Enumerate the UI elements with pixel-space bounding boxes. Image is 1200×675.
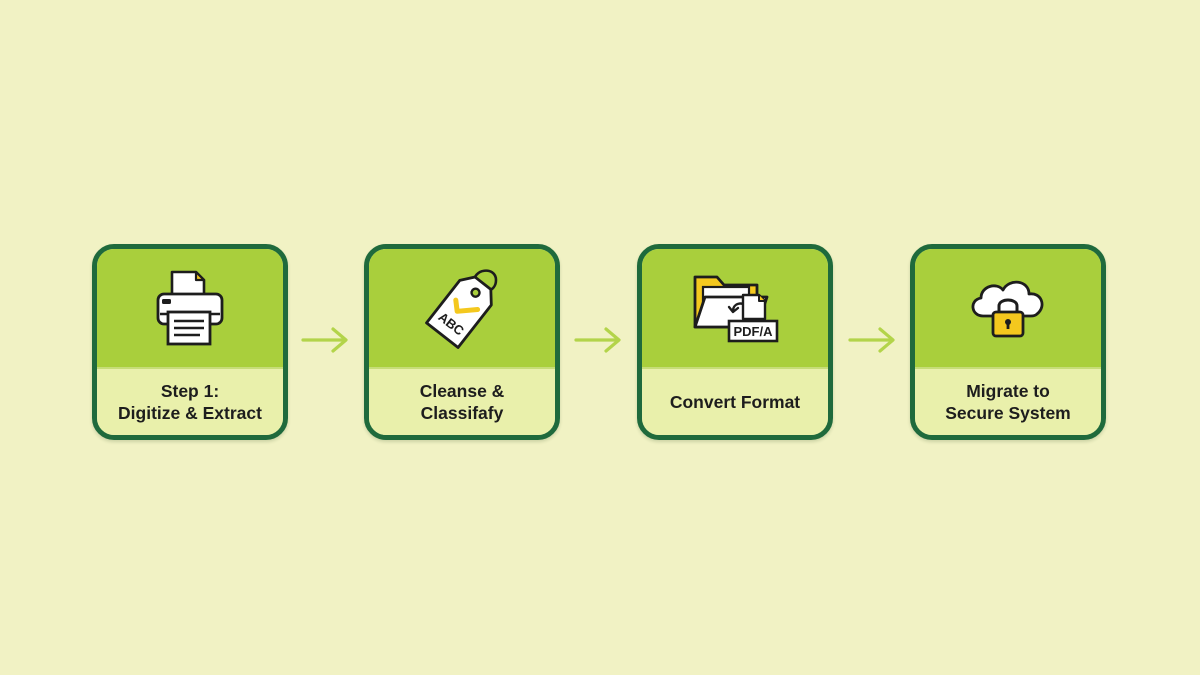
step-1-label: Step 1: Digitize & Extract — [118, 381, 262, 423]
folder-pdf-icon: PDF/A — [693, 275, 779, 343]
step-2-card: ABC Cleanse & Classifafy — [364, 244, 560, 440]
step-1-icon-area — [97, 249, 283, 367]
step-3-label-area: Convert Format — [642, 367, 828, 435]
step-3-icon-area: PDF/A — [642, 249, 828, 367]
step-4-label: Migrate to Secure System — [945, 381, 1071, 423]
step-4-card: Migrate to Secure System — [910, 244, 1106, 440]
step-2-icon-area: ABC — [369, 249, 555, 367]
printer-scanner-icon — [156, 270, 224, 346]
step-3-card: PDF/A Convert Format — [637, 244, 833, 440]
step-1-label-area: Step 1: Digitize & Extract — [97, 367, 283, 435]
step-4-label-area: Migrate to Secure System — [915, 367, 1101, 435]
step-4-icon-area — [915, 249, 1101, 367]
arrow-right-icon — [574, 327, 621, 353]
tag-icon: ABC — [425, 269, 498, 349]
arrow-right-icon — [848, 327, 895, 353]
step-1-card: Step 1: Digitize & Extract — [92, 244, 288, 440]
pdf-badge-text: PDF/A — [734, 324, 774, 339]
step-3-label: Convert Format — [669, 392, 801, 412]
cloud-lock-icon — [971, 280, 1044, 338]
arrow-right-icon — [301, 327, 348, 353]
step-2-label: Cleanse & Classifafy — [419, 381, 505, 423]
step-2-label-area: Cleanse & Classifafy — [369, 367, 555, 435]
